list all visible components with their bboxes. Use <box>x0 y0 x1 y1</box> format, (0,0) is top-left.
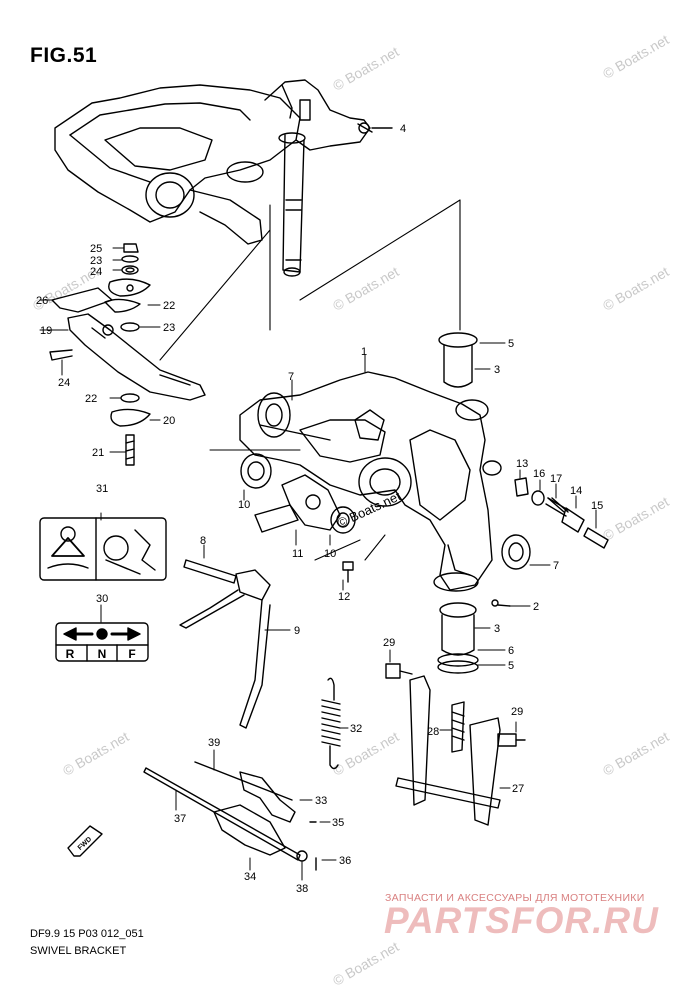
callout-number: 14 <box>570 485 582 497</box>
callout-number: 3 <box>494 623 500 635</box>
callout-number: 9 <box>294 625 300 637</box>
callout-number: 25 <box>90 243 102 255</box>
spring-part <box>321 677 341 770</box>
stopper-parts <box>491 477 609 607</box>
callout-number: 13 <box>516 458 528 470</box>
decal-31 <box>39 517 167 581</box>
callout-number: 24 <box>90 266 102 278</box>
callout-number: 35 <box>332 817 344 829</box>
gear-label-r: R <box>66 647 75 661</box>
callout-number: 10 <box>238 499 250 511</box>
callout-number: 29 <box>511 706 523 718</box>
callout-number: 27 <box>512 783 524 795</box>
bushing-set <box>240 332 531 674</box>
gear-label-f: F <box>128 647 135 661</box>
callout-number: 30 <box>96 593 108 605</box>
swivel-bracket-body <box>239 371 502 592</box>
callout-number: 22 <box>163 300 175 312</box>
linkage-assembly <box>143 761 317 871</box>
callout-number: 5 <box>508 338 514 350</box>
callout-number: 21 <box>92 447 104 459</box>
callout-number: 39 <box>208 737 220 749</box>
clamp-bracket-part <box>54 79 393 245</box>
callout-number: 20 <box>163 415 175 427</box>
callout-number: 6 <box>508 645 514 657</box>
callout-number: 12 <box>338 591 350 603</box>
shift-rod-and-lever <box>179 559 271 729</box>
swivel-shaft <box>278 132 306 277</box>
callout-number: 16 <box>533 468 545 480</box>
callout-number: 10 <box>324 548 336 560</box>
reverse-lock-cam <box>254 474 341 533</box>
callout-number: 8 <box>200 535 206 547</box>
callout-number: 3 <box>494 364 500 376</box>
callout-number: 31 <box>96 483 108 495</box>
shop-brand-logo: PARTSFOR.RU <box>384 900 659 941</box>
callout-number: 22 <box>85 393 97 405</box>
callout-number: 15 <box>591 500 603 512</box>
callout-number: 17 <box>550 473 562 485</box>
assembly-leader-lines <box>159 199 461 561</box>
callout-number: 37 <box>174 813 186 825</box>
callout-number: 23 <box>163 322 175 334</box>
decal-30 <box>55 622 149 662</box>
callout-number: 26 <box>36 295 48 307</box>
callout-number: 33 <box>315 795 327 807</box>
model-code: DF9.9 15 P03 012_051 <box>30 928 144 940</box>
callout-number: 19 <box>40 325 52 337</box>
inline-watermark: © Boats.net <box>335 488 403 531</box>
callout-number: 7 <box>288 371 294 383</box>
tension-parts-stack <box>49 243 206 466</box>
shop-tagline: ЗАПЧАСТИ И АКСЕССУАРЫ ДЛЯ МОТОТЕХНИКИ <box>385 892 645 904</box>
callout-number: 23 <box>90 255 102 267</box>
forward-direction-arrow <box>67 825 103 857</box>
callout-number: 4 <box>400 123 406 135</box>
callout-number: 36 <box>339 855 351 867</box>
callout-number: 38 <box>296 883 308 895</box>
callout-number: 32 <box>350 723 362 735</box>
callout-leaders <box>39 247 597 881</box>
bolt-part <box>342 561 354 583</box>
tilt-lever-assembly <box>385 663 526 826</box>
callout-number: 28 <box>427 726 439 738</box>
callout-number: 11 <box>292 548 303 560</box>
figure-title: FIG.51 <box>30 44 98 67</box>
diagram-caption: SWIVEL BRACKET <box>30 945 127 957</box>
callout-number: 2 <box>533 601 539 613</box>
gear-label-n: N <box>98 647 107 661</box>
callout-number: 29 <box>383 637 395 649</box>
callout-number: 5 <box>508 660 514 672</box>
callout-number: 34 <box>244 871 256 883</box>
fwd-label: FWD <box>77 836 94 852</box>
callout-number: 7 <box>553 560 559 572</box>
callout-number: 1 <box>361 346 367 358</box>
callout-number: 24 <box>58 377 70 389</box>
